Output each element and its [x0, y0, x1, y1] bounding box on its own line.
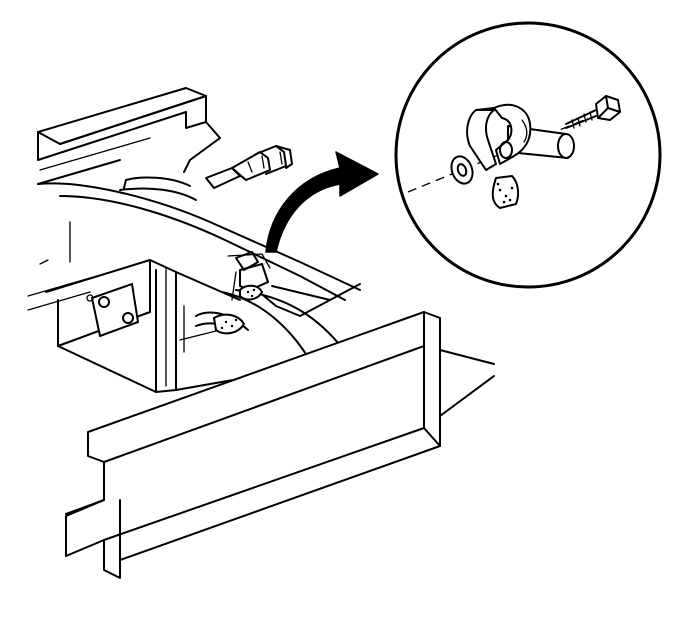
detail-clip — [466, 103, 532, 171]
wiring-connectors — [205, 145, 293, 189]
harness-clip-location — [231, 251, 263, 301]
vehicle-frame — [27, 87, 361, 311]
wire-harness — [195, 253, 271, 335]
rear-crossmember-lower — [65, 311, 495, 579]
callout-arrow — [265, 151, 379, 253]
detail-washer — [450, 155, 474, 185]
detail-screw — [565, 95, 621, 129]
mounting-bracket — [86, 283, 139, 337]
detail-magnifier — [394, 21, 662, 289]
